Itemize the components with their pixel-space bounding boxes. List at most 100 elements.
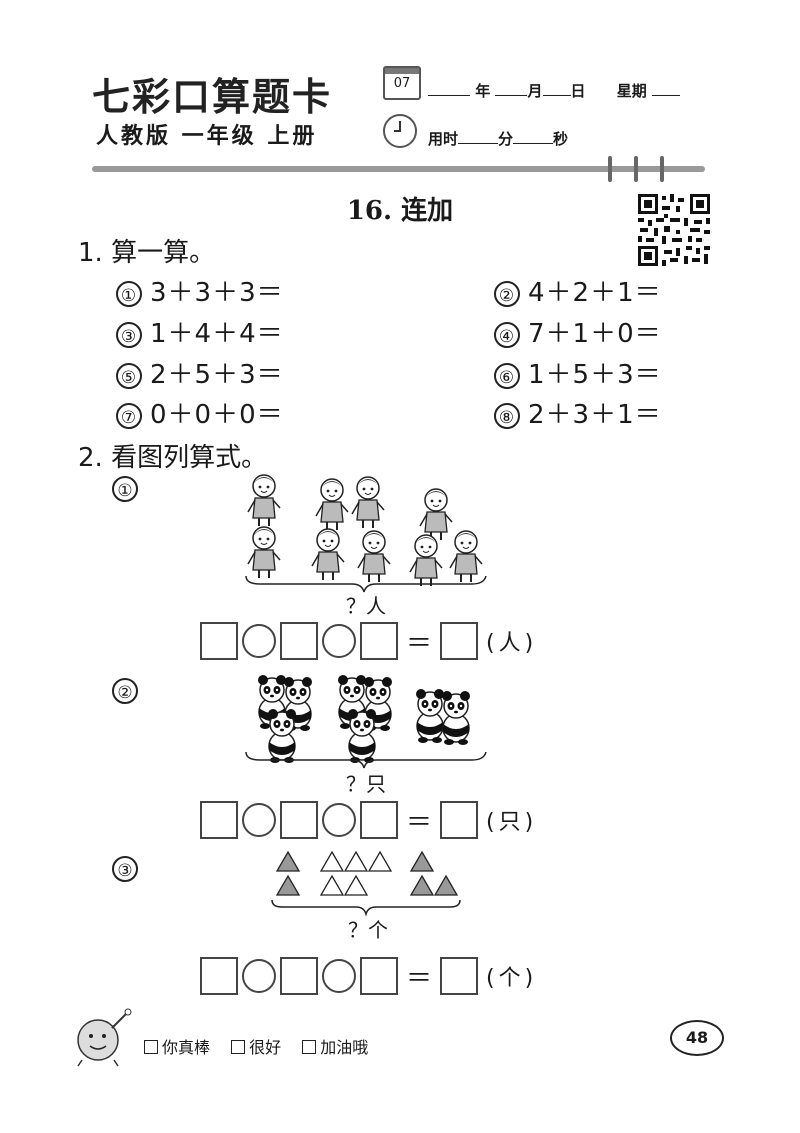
answer-box[interactable] [440,957,479,995]
rating-option[interactable]: 你真棒 [144,1038,210,1057]
divider-tick [660,156,664,182]
pandas-picture [245,674,487,769]
answer-box[interactable] [280,622,318,660]
item-number: ⑤ [116,362,142,389]
time-line: 用时分秒 [428,128,568,149]
minute-blank[interactable] [458,129,499,144]
child-figure [311,528,345,581]
exercise-expression: 2＋3＋1＝ [528,400,662,430]
operator-circle[interactable] [322,959,356,993]
mascot-icon [77,1008,132,1067]
year-label: 年 [475,82,491,100]
rating-label: 加油哦 [320,1038,369,1057]
item-number: ⑥ [494,362,520,389]
divider-tick [634,156,638,182]
child-figure [409,534,443,587]
answer-box[interactable] [360,957,398,995]
child-figure [315,478,349,531]
exercise-expression: 7＋1＋0＝ [528,319,662,349]
triangle-gray [434,875,458,896]
minute-label: 分 [498,130,514,148]
exercise-item: ⑦ 0＋0＋0＝ [116,394,284,431]
unit-label: (个) [486,966,538,991]
divider-tick [608,156,612,182]
item-number: ⑧ [494,402,520,429]
item-number: ① [116,280,142,307]
equals-sign: ＝ [406,807,433,838]
triangle-white [320,875,344,896]
qr-code-icon[interactable] [636,192,712,268]
weekday-blank[interactable] [652,81,680,96]
edition-label: 人教版 一年级 上册 [96,124,318,149]
equation-row: ＝ (个) [200,957,537,995]
answer-box[interactable] [280,957,318,995]
weekday-label: 星期 [616,82,647,100]
children-picture [245,474,487,593]
rating-option[interactable]: 很好 [231,1038,281,1057]
triangle-white [320,851,344,872]
child-figure [247,526,281,579]
child-figure [357,530,391,583]
header-divider [92,166,705,172]
answer-box[interactable] [440,622,479,660]
question-label: ？个 [348,918,388,942]
operator-circle[interactable] [242,959,276,993]
month-label: 月 [527,82,543,100]
item-number: ③ [116,321,142,348]
item-number: ⑦ [116,402,142,429]
calendar-icon: 07 [383,66,421,100]
month-blank[interactable] [495,81,528,96]
day-label: 日 [570,82,586,100]
question-label: ？人 [346,594,386,618]
triangle-white [344,851,368,872]
exercise-expression: 3＋3＋3＝ [150,278,284,308]
operator-circle[interactable] [322,803,356,837]
answer-box[interactable] [440,801,479,839]
exercise-item: ④ 7＋1＋0＝ [494,313,662,350]
rating-label: 很好 [249,1038,282,1057]
problem-number: ③ [112,856,138,882]
triangle-white [368,851,392,872]
child-figure [419,488,453,541]
answer-box[interactable] [360,622,398,660]
brace [245,751,487,769]
exercise-expression: 0＋0＋0＝ [150,400,284,430]
exercise-expression: 2＋5＋3＝ [150,360,284,390]
answer-box[interactable] [200,622,238,660]
section2-title: 2. 看图列算式。 [78,443,268,473]
calendar-day: 07 [393,76,411,91]
child-figure [351,476,385,529]
second-label: 秒 [553,130,569,148]
checkbox-icon[interactable] [144,1040,158,1054]
answer-box[interactable] [200,801,238,839]
rating-option[interactable]: 加油哦 [302,1038,368,1057]
operator-circle[interactable] [322,624,356,658]
item-number: ④ [494,321,520,348]
equals-sign: ＝ [406,628,433,659]
answer-box[interactable] [280,801,318,839]
answer-box[interactable] [200,957,238,995]
day-blank[interactable] [542,81,571,96]
triangle-white [344,875,368,896]
equation-row: ＝ (人) [200,622,537,660]
equation-row: ＝ (只) [200,801,537,839]
year-blank[interactable] [428,81,470,96]
brand-title: 七彩口算题卡 [92,74,333,119]
problem-number: ① [112,476,138,502]
triangle-gray [276,875,300,896]
triangle-gray [410,851,434,872]
second-blank[interactable] [513,129,554,144]
answer-box[interactable] [360,801,398,839]
operator-circle[interactable] [242,803,276,837]
panda-figure [267,708,297,764]
triangle-gray [410,875,434,896]
checkbox-icon[interactable] [231,1040,246,1054]
exercise-expression: 4＋2＋1＝ [528,278,662,308]
triangles-picture [271,851,461,917]
exercise-item: ① 3＋3＋3＝ [116,272,284,309]
checkbox-icon[interactable] [302,1040,317,1054]
operator-circle[interactable] [242,624,276,658]
